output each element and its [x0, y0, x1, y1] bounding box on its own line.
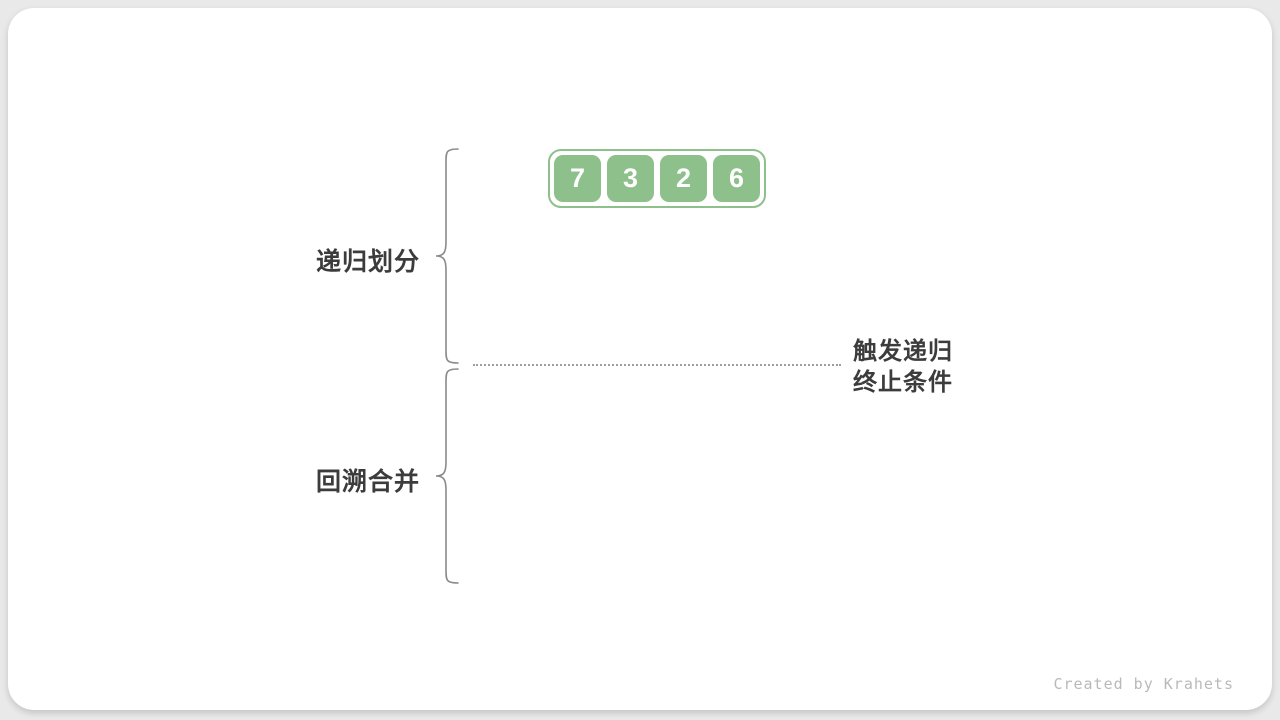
recursion-terminate-divider [473, 364, 841, 366]
brace-recursive-partition [434, 148, 460, 364]
label-recursive-partition: 递归划分 [315, 248, 420, 276]
array-cell: 7 [554, 155, 601, 202]
curly-brace-icon [435, 368, 459, 584]
terminate-line-1: 触发递归 [853, 338, 953, 365]
array-cell: 2 [660, 155, 707, 202]
array-cell: 3 [607, 155, 654, 202]
brace-backtrack-merge [434, 368, 460, 584]
label-backtrack-merge: 回溯合并 [315, 468, 420, 496]
label-terminate-condition: 触发递归 终止条件 [853, 336, 953, 398]
terminate-line-2: 终止条件 [853, 369, 953, 396]
curly-brace-icon [435, 148, 459, 364]
array-cell: 6 [713, 155, 760, 202]
credit-text: Created by Krahets [1053, 675, 1234, 693]
